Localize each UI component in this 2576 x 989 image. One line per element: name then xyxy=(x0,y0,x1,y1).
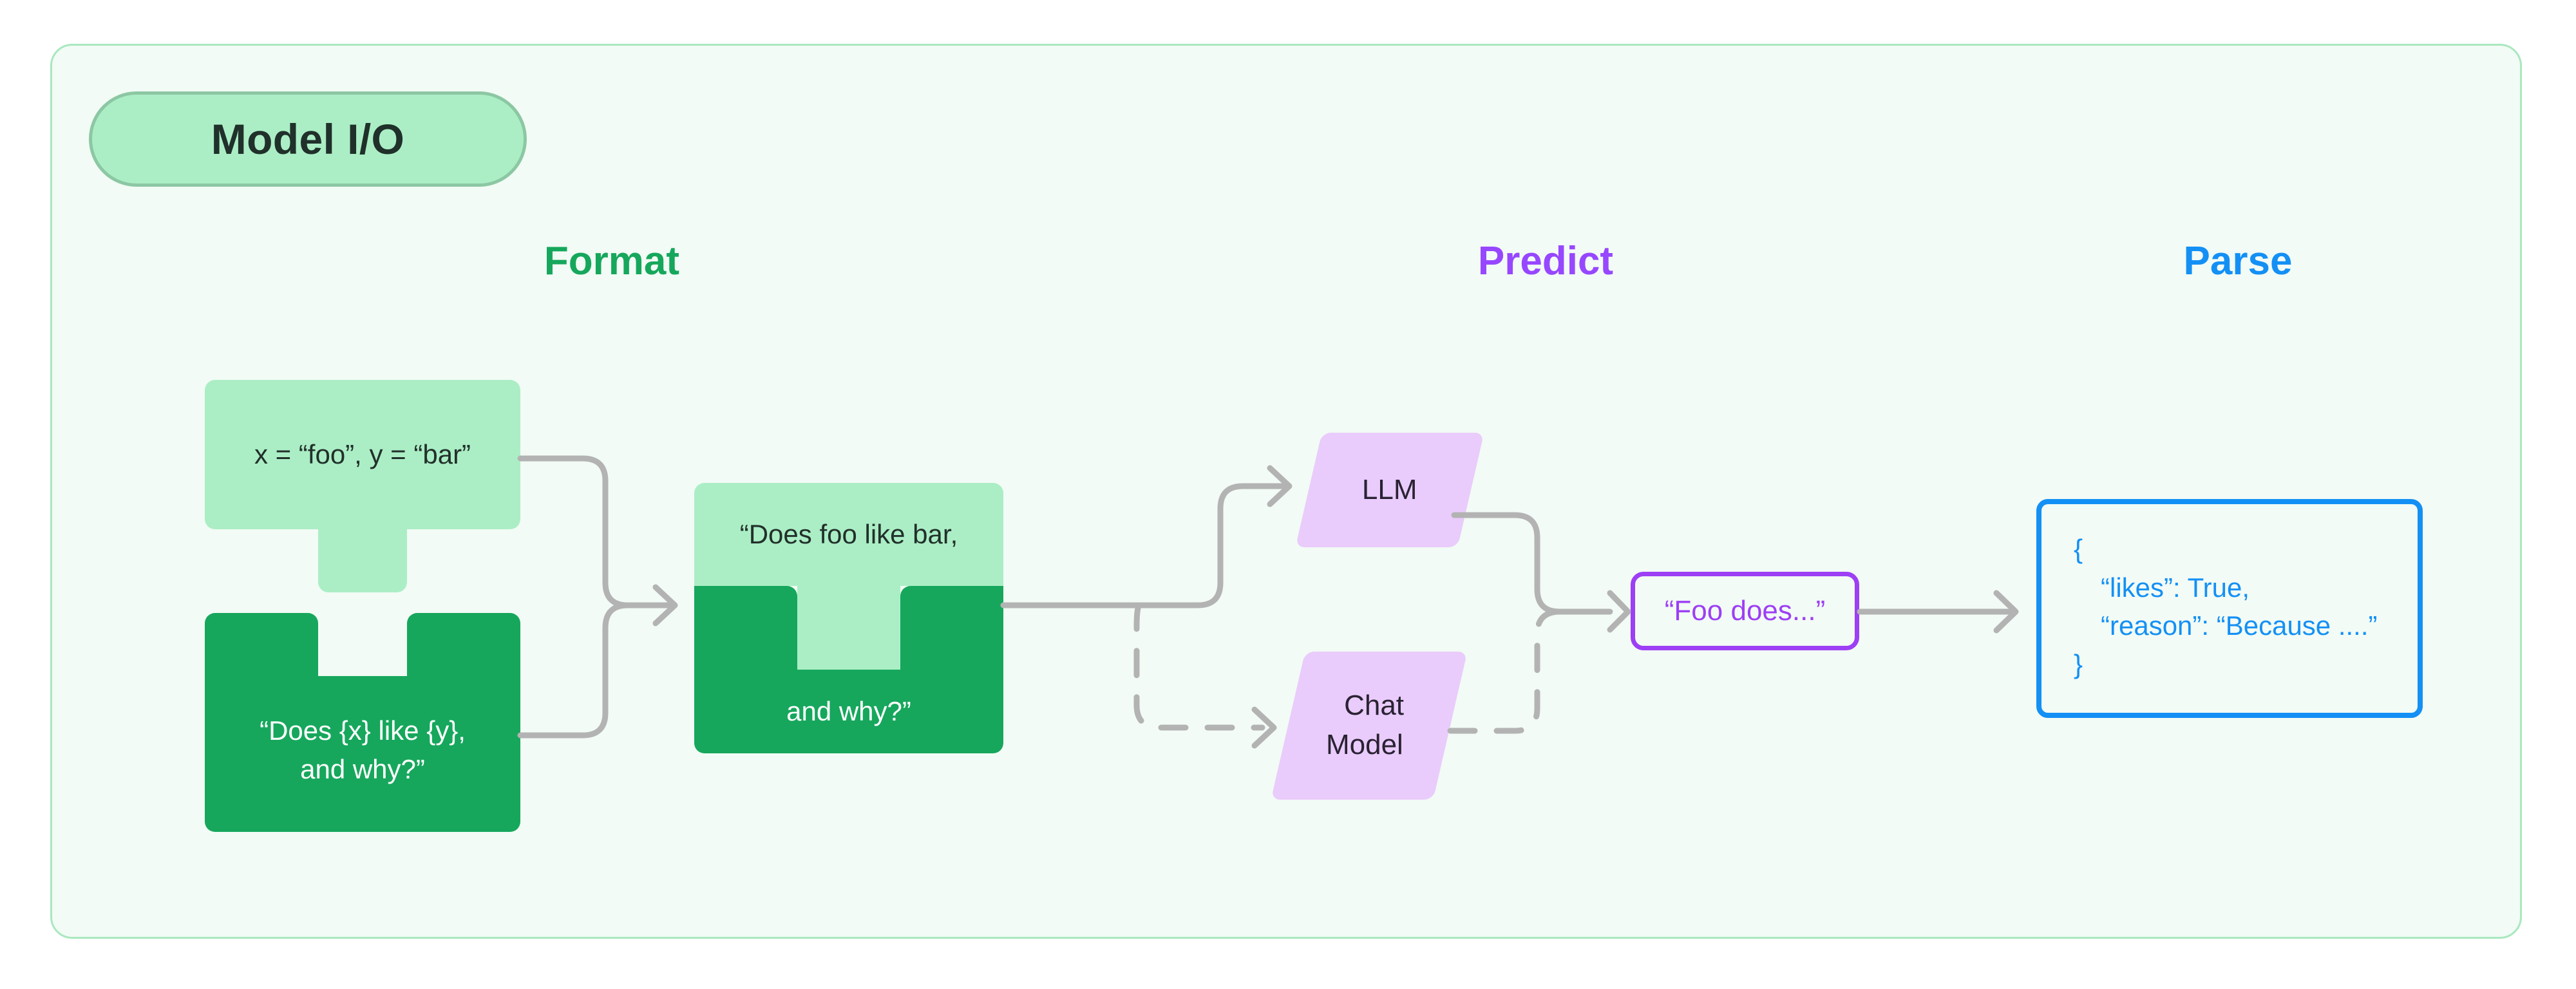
json-line-likes: “likes”: True, xyxy=(2101,572,2250,603)
section-badge-model-io[interactable]: Model I/O xyxy=(89,91,527,187)
column-heading-parse: Parse xyxy=(2183,239,2293,283)
chat-model-line-2: Model xyxy=(1326,729,1403,760)
llm-node-label: LLM xyxy=(1362,473,1417,505)
chat-model-node[interactable]: Chat Model xyxy=(1271,652,1468,800)
json-line-reason: “reason”: “Because ....” xyxy=(2101,610,2378,641)
llm-node[interactable]: LLM xyxy=(1295,433,1484,547)
json-line-close: } xyxy=(2074,648,2083,679)
column-heading-predict: Predict xyxy=(1477,239,1614,283)
model-output-label: “Foo does...” xyxy=(1664,595,1826,626)
column-heading-format: Format xyxy=(544,239,680,283)
json-line-open: { xyxy=(2074,534,2083,564)
combined-prompt-piece-bottom[interactable] xyxy=(694,483,1003,753)
section-badge-label: Model I/O xyxy=(211,115,405,163)
chat-model-line-1: Chat xyxy=(1343,690,1404,722)
inputs-puzzle-piece[interactable] xyxy=(205,380,520,592)
parsed-json-box[interactable]: { “likes”: True, “reason”: “Because ....… xyxy=(2036,499,2423,718)
template-puzzle-piece[interactable] xyxy=(205,613,520,832)
combined-prompt-piece-top[interactable] xyxy=(694,483,1003,753)
model-output-box[interactable]: “Foo does...” xyxy=(1631,572,1859,650)
